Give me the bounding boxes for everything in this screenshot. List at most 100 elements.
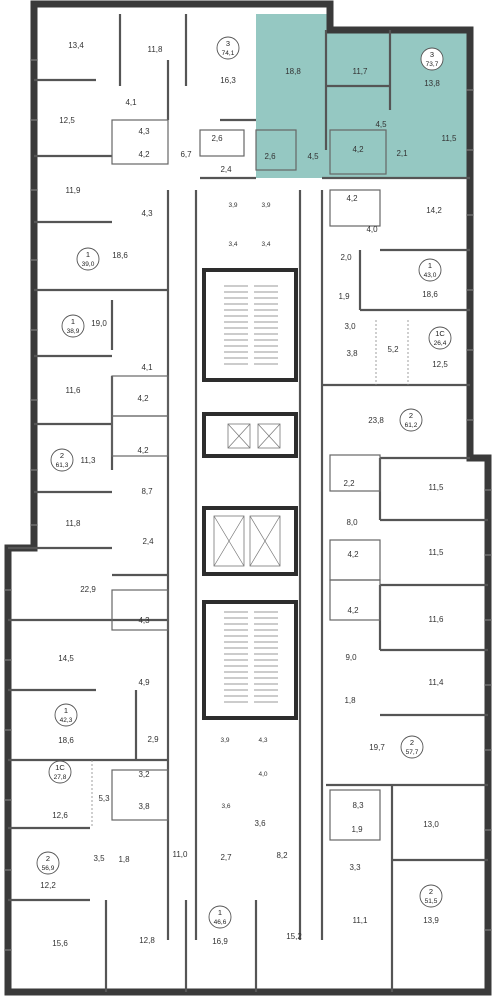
room-area: 2,6 xyxy=(264,152,276,161)
room-area: 3,8 xyxy=(346,349,358,358)
room-area: 4,3 xyxy=(138,616,150,625)
room-area: 12,5 xyxy=(59,116,75,125)
room-area: 3,8 xyxy=(138,802,150,811)
svg-text:1С: 1С xyxy=(55,763,65,772)
building-core xyxy=(202,268,298,720)
apartment-marker[interactable]: 1 42,3 xyxy=(54,703,78,727)
room-area: 11,6 xyxy=(66,386,82,395)
room-area: 2,0 xyxy=(340,253,352,262)
svg-text:1: 1 xyxy=(218,908,222,917)
room-area: 1,9 xyxy=(351,825,363,834)
room-area: 2,6 xyxy=(211,134,223,143)
room-area: 4,0 xyxy=(258,771,267,778)
svg-text:61,3: 61,3 xyxy=(56,462,69,469)
room-area: 4,3 xyxy=(258,737,267,744)
apartment-marker[interactable]: 1С 27,8 xyxy=(48,760,72,784)
room-area: 3,4 xyxy=(228,241,237,248)
apartment-marker[interactable]: 3 74,1 xyxy=(216,36,240,60)
room-area: 22,9 xyxy=(80,585,96,594)
room-area: 11,7 xyxy=(353,67,369,76)
room-area: 18,8 xyxy=(285,67,301,76)
room-area: 12,8 xyxy=(139,936,155,945)
elevator-1 xyxy=(227,423,251,449)
room-area: 3,6 xyxy=(254,819,266,828)
svg-text:46,6: 46,6 xyxy=(214,919,227,926)
room-area: 18,6 xyxy=(58,736,74,745)
selected-apartment-highlight[interactable] xyxy=(256,14,470,178)
apartment-marker[interactable]: 2 56,9 xyxy=(36,851,60,875)
room-area: 8,2 xyxy=(276,851,288,860)
room-area: 13,8 xyxy=(424,79,440,88)
room-area: 18,6 xyxy=(112,251,128,260)
room-area: 4,5 xyxy=(307,152,319,161)
room-area: 3,3 xyxy=(349,863,361,872)
svg-text:3: 3 xyxy=(430,50,434,59)
room-area: 23,8 xyxy=(368,416,384,425)
room-area: 4,0 xyxy=(366,225,378,234)
room-area: 16,9 xyxy=(212,937,228,946)
room-area: 8,0 xyxy=(346,518,358,527)
apartment-marker[interactable]: 2 57,7 xyxy=(400,735,424,759)
room-area: 4,2 xyxy=(138,150,150,159)
svg-text:1: 1 xyxy=(86,250,90,259)
room-area: 6,7 xyxy=(180,150,192,159)
room-area: 4,2 xyxy=(347,606,359,615)
svg-text:74,1: 74,1 xyxy=(222,50,235,57)
svg-text:2: 2 xyxy=(409,411,413,420)
room-area: 4,1 xyxy=(141,363,153,372)
elevator-4 xyxy=(249,515,281,567)
room-area: 14,2 xyxy=(426,206,442,215)
room-area: 2,1 xyxy=(396,149,408,158)
room-area: 2,9 xyxy=(147,735,159,744)
room-area: 11,5 xyxy=(429,483,445,492)
apartment-marker[interactable]: 1 43,0 xyxy=(418,258,442,282)
svg-text:61,2: 61,2 xyxy=(405,422,418,429)
svg-text:51,5: 51,5 xyxy=(425,898,438,905)
stair-lower xyxy=(224,611,278,703)
room-area: 2,7 xyxy=(220,853,232,862)
room-area: 3,4 xyxy=(261,241,270,248)
room-area: 11,4 xyxy=(429,678,445,687)
room-area: 11,0 xyxy=(173,850,189,859)
svg-text:39,0: 39,0 xyxy=(82,261,95,268)
room-area: 3,6 xyxy=(221,803,230,810)
room-area: 11,5 xyxy=(442,134,458,143)
apartment-marker[interactable]: 3 73,7 xyxy=(420,47,444,71)
room-area: 5,2 xyxy=(387,345,399,354)
room-area: 4,9 xyxy=(138,678,150,687)
apartment-marker[interactable]: 2 51,5 xyxy=(419,884,443,908)
room-area: 11,3 xyxy=(81,456,97,465)
interior-walls-right xyxy=(320,30,488,992)
room-area: 4,2 xyxy=(346,194,358,203)
room-area: 11,1 xyxy=(353,916,369,925)
apartment-marker[interactable]: 1С 26,4 xyxy=(428,326,452,350)
room-area: 19,0 xyxy=(91,319,107,328)
apartment-marker[interactable]: 1 39,0 xyxy=(76,247,100,271)
room-area: 3,2 xyxy=(138,770,150,779)
room-area: 1,8 xyxy=(344,696,356,705)
svg-text:57,7: 57,7 xyxy=(406,749,419,756)
studio-dividers xyxy=(91,320,409,828)
room-area: 11,5 xyxy=(429,548,445,557)
room-area: 3,9 xyxy=(261,202,270,209)
apartment-marker[interactable]: 2 61,2 xyxy=(399,408,423,432)
room-area: 11,8 xyxy=(148,45,164,54)
apartment-marker[interactable]: 2 61,3 xyxy=(50,448,74,472)
apartment-markers: 3 74,1 3 73,7 1 39,0 1 38,9 2 61,3 1 42,… xyxy=(36,36,452,929)
room-area: 13,9 xyxy=(423,916,439,925)
svg-text:56,9: 56,9 xyxy=(42,865,55,872)
bathroom-cells xyxy=(111,119,387,841)
svg-text:2: 2 xyxy=(46,854,50,863)
room-area: 13,0 xyxy=(423,820,439,829)
apartment-marker[interactable]: 1 46,6 xyxy=(208,905,232,929)
room-area: 8,3 xyxy=(352,801,364,810)
apartment-marker[interactable]: 1 38,9 xyxy=(61,314,85,338)
room-area: 3,9 xyxy=(228,202,237,209)
svg-text:2: 2 xyxy=(410,738,414,747)
room-area: 2,4 xyxy=(142,537,154,546)
svg-text:1С: 1С xyxy=(435,329,445,338)
room-area: 3,5 xyxy=(93,854,105,863)
room-area: 19,7 xyxy=(369,743,385,752)
room-area: 4,5 xyxy=(375,120,387,129)
